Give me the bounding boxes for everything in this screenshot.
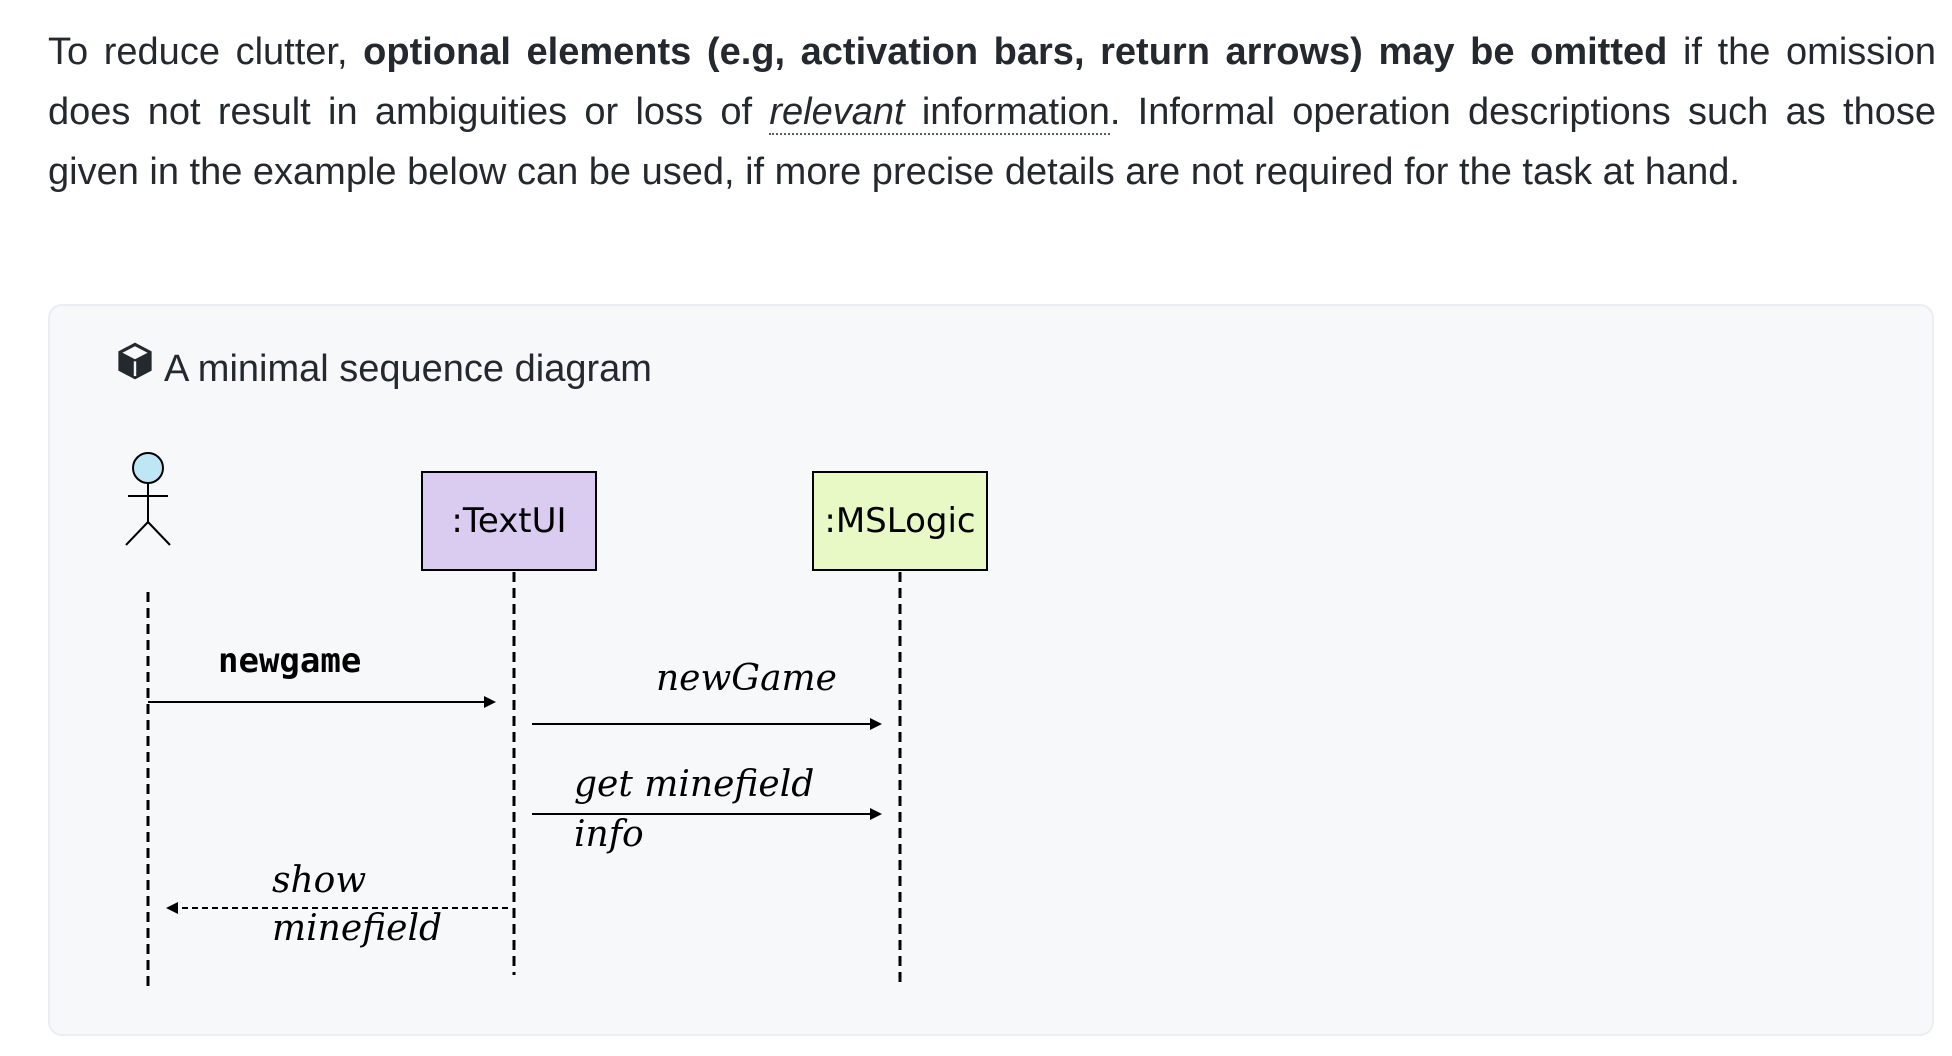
bold-text: optional elements (e.g, activation bars,… (363, 31, 1668, 73)
text-run: To reduce clutter, (48, 31, 364, 73)
information-text: information (921, 91, 1110, 133)
message-label-newgame: newgame (218, 641, 361, 681)
card-title: A minimal sequence diagram (114, 340, 652, 397)
intro-paragraph: To reduce clutter, optional elements (e.… (48, 22, 1936, 202)
participant-box (421, 471, 597, 571)
message-label-show: show (272, 860, 366, 901)
participant-textui: :TextUI (421, 471, 597, 571)
box-icon (114, 340, 156, 397)
participant-label: :TextUI (451, 501, 566, 541)
example-card (48, 304, 1934, 1036)
text-run: if the omission does not result in ambig… (48, 31, 1936, 133)
message-label-newGame: newGame (656, 658, 837, 699)
participant-label: :MSLogic (824, 501, 975, 541)
relevant-italic: relevant (769, 91, 905, 133)
card-title-text: A minimal sequence diagram (164, 347, 652, 390)
message-label-get-minefield: get minefield (574, 764, 814, 805)
actor-head (132, 452, 164, 484)
text-run: . Informal operation descriptions such a… (48, 91, 1936, 193)
message-label-info: info (574, 814, 644, 855)
participant-box (812, 471, 988, 571)
message-label-minefield: minefield (272, 908, 442, 949)
relevant-information-term[interactable]: relevant information (769, 91, 1110, 135)
actor-icon (125, 452, 171, 546)
participant-mslogic: :MSLogic (812, 471, 988, 571)
